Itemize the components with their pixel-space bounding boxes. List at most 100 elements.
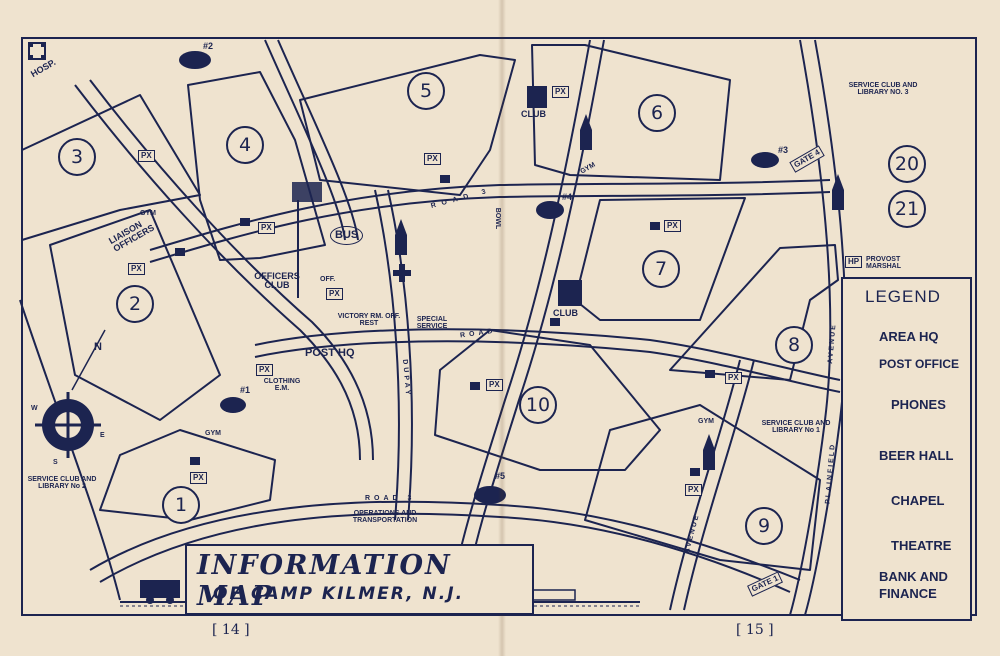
theatre-number: #4: [562, 192, 573, 202]
px-badge: PX: [190, 472, 207, 484]
theatre-4-icon: [536, 201, 564, 219]
dupay-avenue: [374, 189, 400, 521]
theatre-3-icon: [751, 152, 779, 168]
beer-hall-icon: [849, 444, 873, 466]
map-title: INFORMATION MAP: [197, 550, 452, 612]
area-number: 1: [162, 486, 200, 524]
area-number: 6: [638, 94, 676, 132]
block-area-5: [299, 54, 516, 196]
compass-rose: [35, 329, 106, 458]
victory-room-label: VICTORY RM. OFF. REST: [337, 313, 401, 327]
map-subtitle: OF CAMP KILMER, N.J.: [213, 584, 465, 604]
provost-marshal-label: PROVOST MARSHAL: [866, 256, 901, 270]
map-title-box: INFORMATION MAP OF CAMP KILMER, N.J.: [185, 544, 534, 615]
area-number: 7: [642, 250, 680, 288]
area-number: 3: [58, 138, 96, 176]
compass-east: E: [100, 432, 105, 439]
px-badge: PX: [685, 484, 702, 496]
area-number: 21: [888, 190, 926, 228]
area-number: 5: [407, 72, 445, 110]
post-hq-label: POST HQ: [305, 347, 355, 359]
area-number: 10: [519, 386, 557, 424]
legend-item-area-hq: AREA HQ: [849, 325, 938, 347]
area-hq-icon: [849, 325, 873, 347]
road-middle: [254, 328, 841, 381]
legend-item-theatre: THEATRE: [849, 534, 951, 556]
special-service-label: SPECIAL SERVICE: [416, 316, 448, 330]
theatre-number: #2: [203, 41, 214, 51]
compass-north: N: [94, 341, 102, 353]
page-fold: [498, 0, 506, 656]
gym-label: GYM: [205, 430, 221, 437]
hospital-icon: [28, 42, 46, 60]
block-area-2: [49, 209, 221, 421]
legend-item-bank: BANK AND FINANCE: [849, 569, 967, 603]
legend: LEGEND AREA HQ POST OFFICE PHONES BEER H…: [841, 277, 972, 621]
block-area-6: [531, 44, 731, 181]
bus-label: BUS: [330, 226, 364, 245]
club-badge-north: [527, 86, 547, 108]
px-badge: PX: [256, 364, 273, 376]
area-number: 2: [116, 285, 154, 323]
legend-item-post-office: POST OFFICE: [849, 353, 959, 375]
service-club-3-label: SERVICE CLUB AND LIBRARY NO. 3: [848, 82, 918, 96]
club-badge-south: [558, 280, 582, 306]
service-club-2-label: SERVICE CLUB AND LIBRARY No 2: [27, 476, 97, 490]
road-lower: [89, 500, 801, 581]
phones-icon: [849, 393, 873, 415]
post-office-icon: [849, 353, 873, 375]
px-badge: PX: [258, 222, 275, 234]
theatre-1-icon: [220, 397, 246, 413]
gym-label: GYM: [140, 210, 156, 217]
page-number-left: [ 14 ]: [212, 622, 250, 638]
theatre-number: #5: [495, 471, 506, 481]
theatre-number: #3: [778, 145, 789, 155]
px-badge: PX: [664, 220, 681, 232]
theatre-2-icon: [179, 51, 211, 69]
avenue-east: [449, 39, 591, 601]
bank-icon: [849, 575, 873, 597]
officers-club-label: OFFICERS CLUB: [254, 271, 300, 290]
area-number: 8: [775, 326, 813, 364]
area-number: 9: [745, 507, 783, 545]
theatre-number: #1: [240, 385, 251, 395]
px-badge: PX: [138, 150, 155, 162]
chapel-icon: [849, 489, 873, 511]
club-label-north: CLUB: [521, 109, 546, 119]
px-badge: PX: [326, 288, 343, 300]
theatre-5-icon: [474, 486, 506, 504]
block-area-9: [584, 404, 821, 571]
theatre-icon: [849, 534, 873, 556]
gym-label: GYM: [698, 418, 714, 425]
legend-item-beer-hall: BEER HALL: [849, 444, 953, 466]
px-badge: PX: [424, 153, 441, 165]
plainfield-avenue: [789, 39, 832, 616]
chapel-icon: [395, 219, 407, 255]
px-badge: PX: [552, 86, 569, 98]
legend-item-chapel: CHAPEL: [849, 489, 944, 511]
block-area-4: [187, 71, 326, 261]
block-area-10: [434, 329, 661, 471]
px-badge: PX: [725, 372, 742, 384]
train-icon: [140, 580, 576, 604]
area-number: 4: [226, 126, 264, 164]
road-3-lower-label: ROAD 3: [365, 495, 416, 502]
service-club-1-label: SERVICE CLUB AND LIBRARY No 1: [761, 420, 831, 434]
flag: [292, 182, 322, 202]
px-badge: PX: [486, 379, 503, 391]
operations-transportation-label: OPERATIONS AND TRANSPORTATION: [352, 510, 418, 524]
px-badge: PX: [128, 263, 145, 275]
legend-heading: LEGEND: [865, 287, 941, 306]
page-number-right: [ 15 ]: [736, 622, 774, 638]
off-label: OFF.: [320, 276, 336, 283]
block-area-3: [21, 94, 201, 241]
clothing-em-label: CLOTHING E.M.: [263, 378, 301, 392]
area-number: 20: [888, 145, 926, 183]
hp-badge: HP: [845, 256, 863, 268]
club-label-south: CLUB: [553, 308, 578, 318]
diagonal-road: [74, 84, 361, 461]
compass-south: S: [53, 459, 58, 466]
compass-west: W: [31, 405, 38, 412]
